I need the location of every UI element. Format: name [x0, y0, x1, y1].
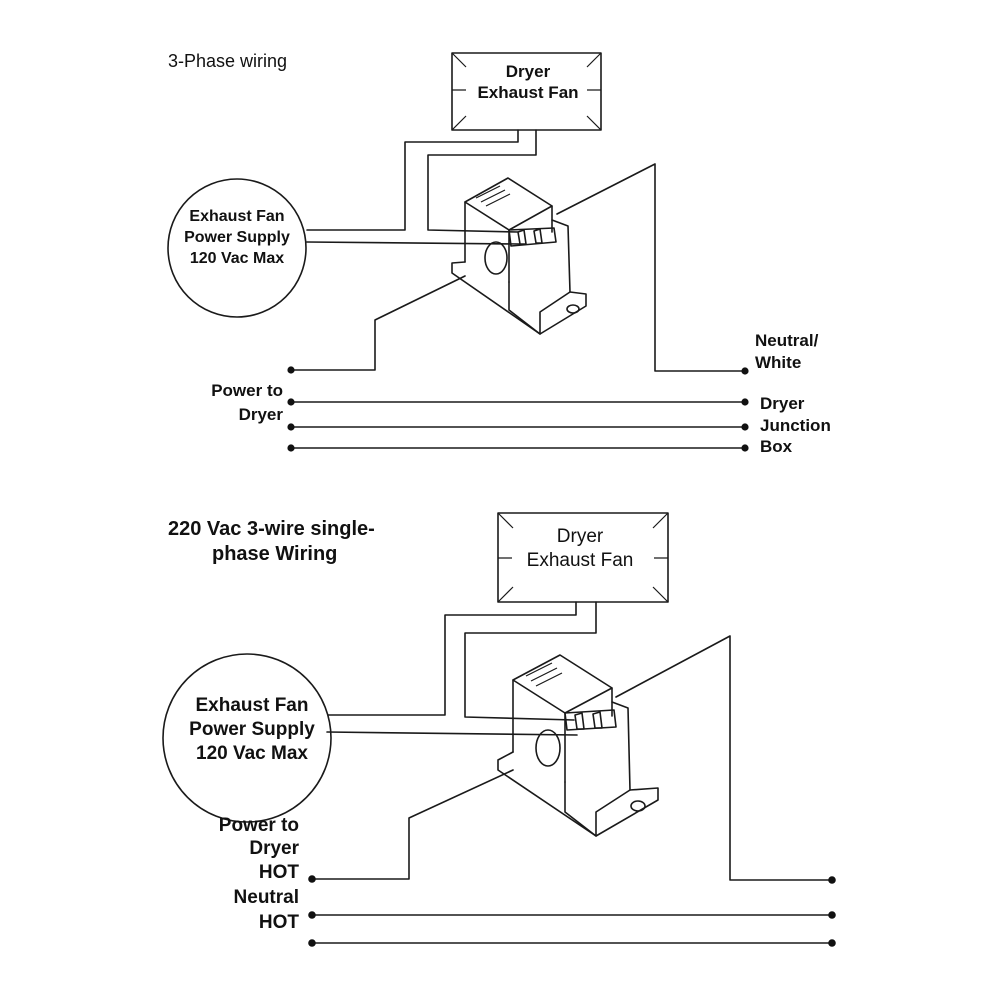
power-label-1-line1: Power to — [211, 381, 283, 400]
diagram-single-phase: 220 Vac 3-wire single- phase Wiring Drye… — [162, 512, 836, 947]
power-label-2-line2: Dryer — [249, 838, 299, 859]
relay-1 — [451, 177, 587, 335]
fan-box-2-line1: Dryer — [557, 526, 604, 547]
diagram-2-title-line1: 220 Vac 3-wire single- — [168, 518, 375, 540]
power-supply-1: Exhaust Fan Power Supply 120 Vac Max — [167, 178, 307, 318]
power-supply-2-line3: 120 Vac Max — [196, 743, 308, 764]
neutral-label-line2: White — [755, 353, 801, 372]
power-supply-2-line2: Power Supply — [189, 719, 315, 740]
wires-2 — [308, 601, 836, 947]
diagram-1-title: 3-Phase wiring — [168, 51, 287, 71]
power-label-1-line2: Dryer — [239, 405, 284, 424]
power-label-2-line1: Power to — [219, 815, 299, 836]
fan-box-2-line2: Exhaust Fan — [527, 550, 634, 571]
power-supply-1-line1: Exhaust Fan — [189, 208, 284, 225]
fan-box-2: Dryer Exhaust Fan — [497, 512, 669, 603]
power-label-2-line5: HOT — [259, 912, 300, 933]
power-supply-2-line1: Exhaust Fan — [196, 695, 309, 716]
power-supply-2: Exhaust Fan Power Supply 120 Vac Max — [162, 653, 332, 823]
junction-label-line1: Dryer — [760, 394, 805, 413]
power-supply-1-line3: 120 Vac Max — [190, 250, 284, 267]
relay-2 — [497, 654, 659, 837]
junction-label-line2: Junction — [760, 416, 831, 435]
fan-box-1: Dryer Exhaust Fan — [451, 52, 602, 131]
power-label-2-line4: Neutral — [234, 887, 299, 908]
neutral-label-line1: Neutral/ — [755, 331, 819, 350]
power-supply-1-line2: Power Supply — [184, 229, 290, 246]
wires-1 — [287, 129, 749, 452]
fan-box-1-line1: Dryer — [506, 62, 551, 81]
fan-box-1-line2: Exhaust Fan — [477, 83, 578, 102]
diagram-3-phase: 3-Phase wiring Dryer Exhaust Fan Exhaust… — [167, 51, 831, 456]
power-label-2-line3: HOT — [259, 862, 300, 883]
diagram-2-title-line2: phase Wiring — [212, 543, 337, 565]
junction-label-line3: Box — [760, 437, 793, 456]
